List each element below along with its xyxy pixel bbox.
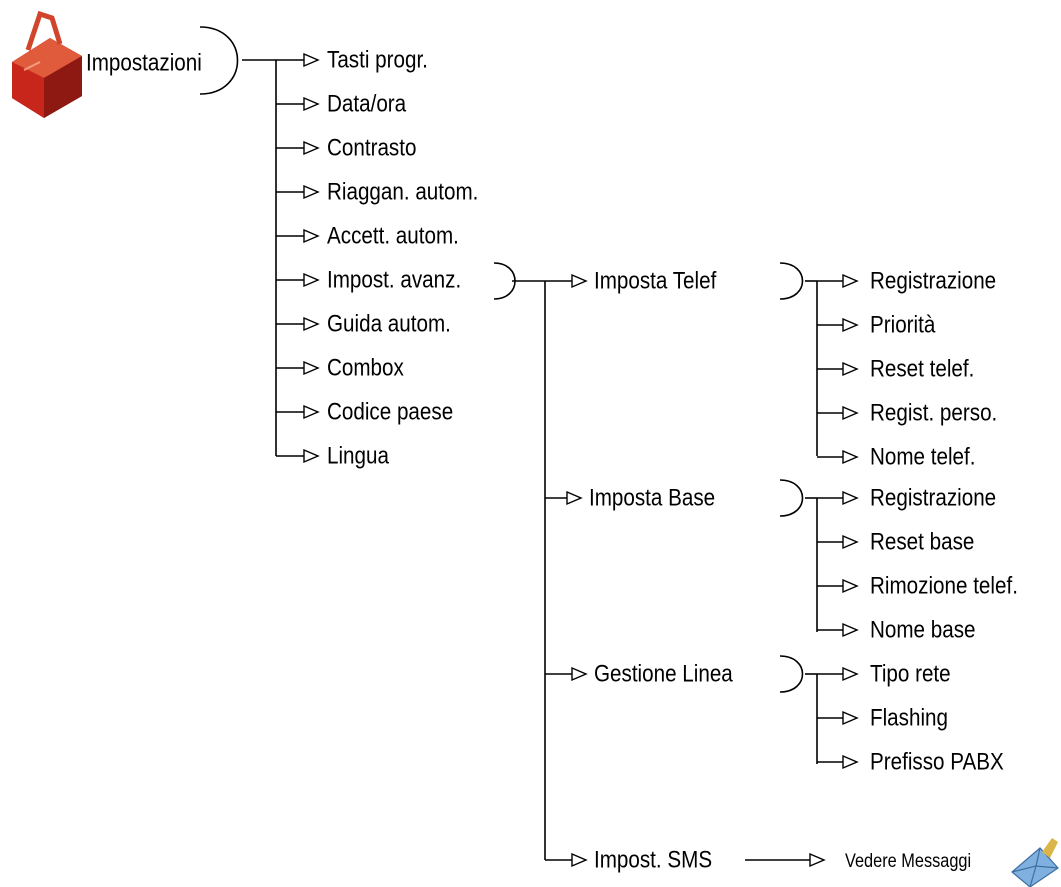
phone-item-0-arrow xyxy=(842,273,859,289)
advanced-phone[interactable]: Imposta Telef xyxy=(594,267,717,294)
phone-item-2-arrow xyxy=(842,361,859,377)
phone-item-2[interactable]: Reset telef. xyxy=(870,355,974,382)
menu-item-4[interactable]: Accett. autom. xyxy=(327,222,459,249)
menu-item-7[interactable]: Combox xyxy=(327,354,404,381)
envelope-icon xyxy=(1011,838,1059,887)
sms-link-label: Vedere Messaggi xyxy=(845,850,971,871)
line-item-0-arrow xyxy=(842,666,859,682)
phone-item-3-arrow xyxy=(842,405,859,421)
menu-item-7-arrow xyxy=(303,360,320,376)
menu-item-1-arrow xyxy=(303,96,320,112)
toolbox-icon xyxy=(12,10,82,118)
base-item-2[interactable]: Rimozione telef. xyxy=(870,572,1018,599)
base-item-2-arrow xyxy=(842,578,859,594)
line-item-2[interactable]: Prefisso PABX xyxy=(870,748,1004,775)
line-item-1[interactable]: Flashing xyxy=(870,704,948,731)
base-item-3[interactable]: Nome base xyxy=(870,616,976,643)
menu-item-3[interactable]: Riaggan. autom. xyxy=(327,178,478,205)
menu-item-4-arrow xyxy=(303,228,320,244)
advanced-base-arrow xyxy=(566,490,583,506)
menu-item-9[interactable]: Lingua xyxy=(327,442,389,469)
advanced-sms-arrow xyxy=(571,852,588,868)
advanced-base[interactable]: Imposta Base xyxy=(589,484,715,511)
bracket-base xyxy=(779,479,804,517)
phone-item-4[interactable]: Nome telef. xyxy=(870,443,976,470)
menu-item-6-arrow xyxy=(303,316,320,332)
menu-item-1[interactable]: Data/ora xyxy=(327,90,407,117)
phone-item-0[interactable]: Registrazione xyxy=(870,267,996,294)
menu-item-2[interactable]: Contrasto xyxy=(327,134,416,161)
advanced-line[interactable]: Gestione Linea xyxy=(594,660,733,687)
base-item-3-arrow xyxy=(842,622,859,638)
base-item-1[interactable]: Reset base xyxy=(870,528,974,555)
menu-item-2-arrow xyxy=(303,140,320,156)
line-item-0[interactable]: Tipo rete xyxy=(870,660,951,687)
phone-item-3[interactable]: Regist. perso. xyxy=(870,399,997,426)
line-item-1-arrow xyxy=(842,710,859,726)
menu-item-0[interactable]: Tasti progr. xyxy=(327,46,428,73)
menu-item-6[interactable]: Guida autom. xyxy=(327,310,451,337)
advanced-line-arrow xyxy=(571,666,588,682)
menu-item-8-arrow xyxy=(303,404,320,420)
menu-item-8[interactable]: Codice paese xyxy=(327,398,453,425)
bracket-advanced xyxy=(493,262,516,300)
advanced-phone-arrow xyxy=(571,273,588,289)
bracket-line xyxy=(779,655,804,693)
line-item-2-arrow xyxy=(842,754,859,770)
bracket-phone xyxy=(779,262,804,300)
base-item-0-arrow xyxy=(842,490,859,506)
base-item-0[interactable]: Registrazione xyxy=(870,484,996,511)
advanced-sms[interactable]: Impost. SMS xyxy=(594,846,712,873)
menu-item-9-arrow xyxy=(303,448,320,464)
sms-link-arrow xyxy=(809,852,826,868)
base-item-1-arrow xyxy=(842,534,859,550)
menu-item-3-arrow xyxy=(303,184,320,200)
menu-item-5[interactable]: Impost. avanz. xyxy=(327,266,461,293)
phone-item-1[interactable]: Priorità xyxy=(870,311,936,338)
root-label: Impostazioni xyxy=(86,49,202,76)
phone-item-4-arrow xyxy=(842,449,859,465)
menu-item-5-arrow xyxy=(303,272,320,288)
bracket-root xyxy=(199,26,239,95)
phone-item-1-arrow xyxy=(842,317,859,333)
menu-item-0-arrow xyxy=(303,52,320,68)
